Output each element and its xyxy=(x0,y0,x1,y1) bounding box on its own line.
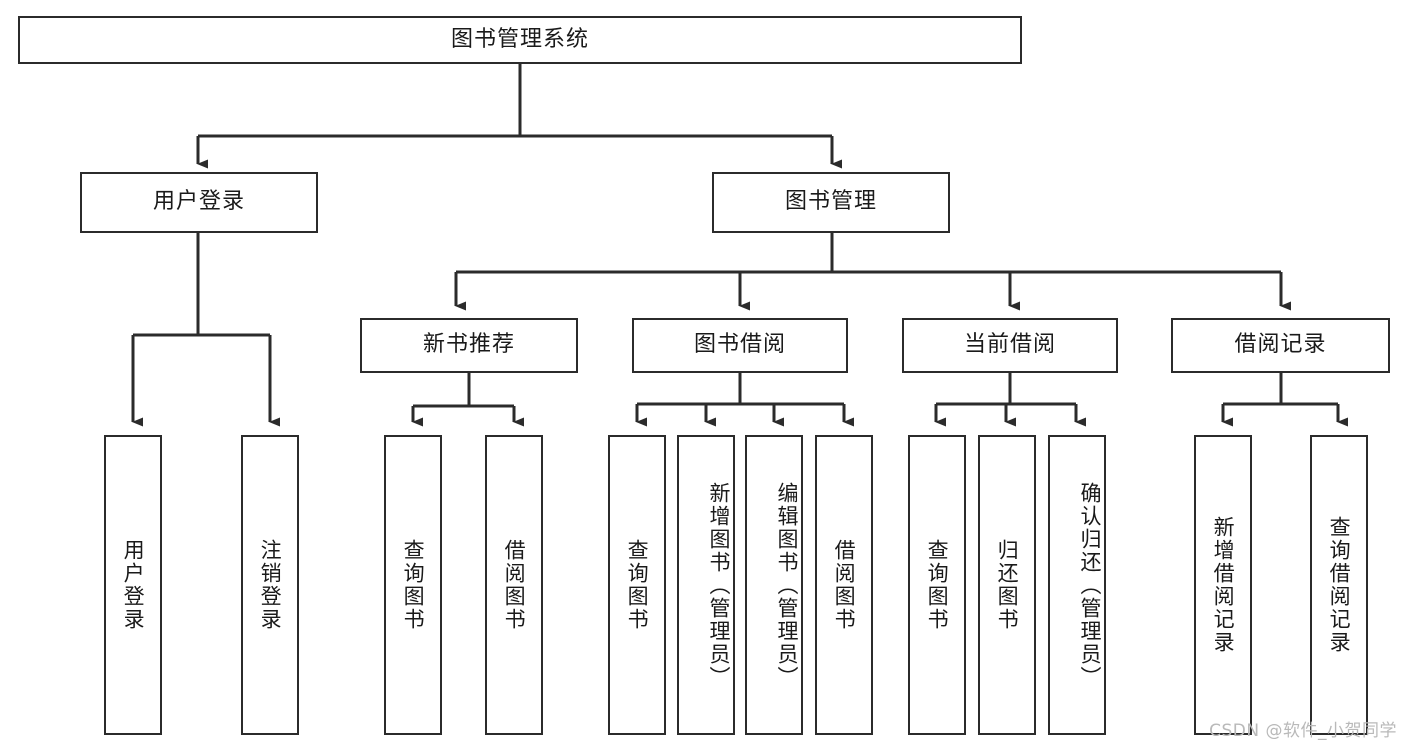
node-label: 借阅记录 xyxy=(1234,332,1327,358)
node-label: 新增图书（管理员） xyxy=(707,481,731,689)
node-borrow-records[interactable]: 借阅记录 xyxy=(1171,318,1390,373)
leaf-borrow-query-book[interactable]: 查询图书 xyxy=(608,435,666,735)
node-label: 查询图书 xyxy=(925,539,950,631)
node-current-borrow[interactable]: 当前借阅 xyxy=(902,318,1118,373)
leaf-user-login-login[interactable]: 用户登录 xyxy=(104,435,162,735)
node-root-system[interactable]: 图书管理系统 xyxy=(18,16,1022,64)
leaf-borrow-add-book-admin[interactable]: 新增图书（管理员） xyxy=(677,435,735,735)
leaf-user-login-logout[interactable]: 注销登录 xyxy=(241,435,299,735)
leaf-records-query-record[interactable]: 查询借阅记录 xyxy=(1310,435,1368,735)
leaf-borrow-edit-book-admin[interactable]: 编辑图书（管理员） xyxy=(745,435,803,735)
node-new-book-recommend[interactable]: 新书推荐 xyxy=(360,318,578,373)
node-book-borrow[interactable]: 图书借阅 xyxy=(632,318,848,373)
node-label: 确认归还（管理员） xyxy=(1078,481,1102,689)
node-label: 注销登录 xyxy=(258,539,283,631)
leaf-records-add-record[interactable]: 新增借阅记录 xyxy=(1194,435,1252,735)
node-book-manage[interactable]: 图书管理 xyxy=(712,172,950,233)
leaf-current-confirm-return-admin[interactable]: 确认归还（管理员） xyxy=(1048,435,1106,735)
node-label: 图书管理 xyxy=(784,189,877,215)
node-label: 归还图书 xyxy=(995,539,1020,631)
leaf-new-book-query[interactable]: 查询图书 xyxy=(384,435,442,735)
node-label: 图书管理系统 xyxy=(450,26,589,52)
node-label: 借阅图书 xyxy=(832,539,857,631)
node-label: 借阅图书 xyxy=(502,539,527,631)
leaf-current-query-book[interactable]: 查询图书 xyxy=(908,435,966,735)
node-label: 用户登录 xyxy=(152,189,245,215)
node-label: 编辑图书（管理员） xyxy=(775,481,799,689)
node-label: 新增借阅记录 xyxy=(1211,516,1236,654)
node-user-login[interactable]: 用户登录 xyxy=(80,172,318,233)
node-label: 用户登录 xyxy=(121,539,146,631)
node-label: 查询图书 xyxy=(401,539,426,631)
node-label: 查询借阅记录 xyxy=(1327,516,1352,654)
leaf-borrow-borrow-book[interactable]: 借阅图书 xyxy=(815,435,873,735)
csdn-watermark: CSDN @软件_小贺同学 xyxy=(1209,721,1397,741)
node-label: 图书借阅 xyxy=(693,332,786,358)
node-label: 当前借阅 xyxy=(963,332,1056,358)
node-label: 新书推荐 xyxy=(422,332,515,358)
leaf-new-book-borrow[interactable]: 借阅图书 xyxy=(485,435,543,735)
leaf-current-return-book[interactable]: 归还图书 xyxy=(978,435,1036,735)
node-label: 查询图书 xyxy=(625,539,650,631)
